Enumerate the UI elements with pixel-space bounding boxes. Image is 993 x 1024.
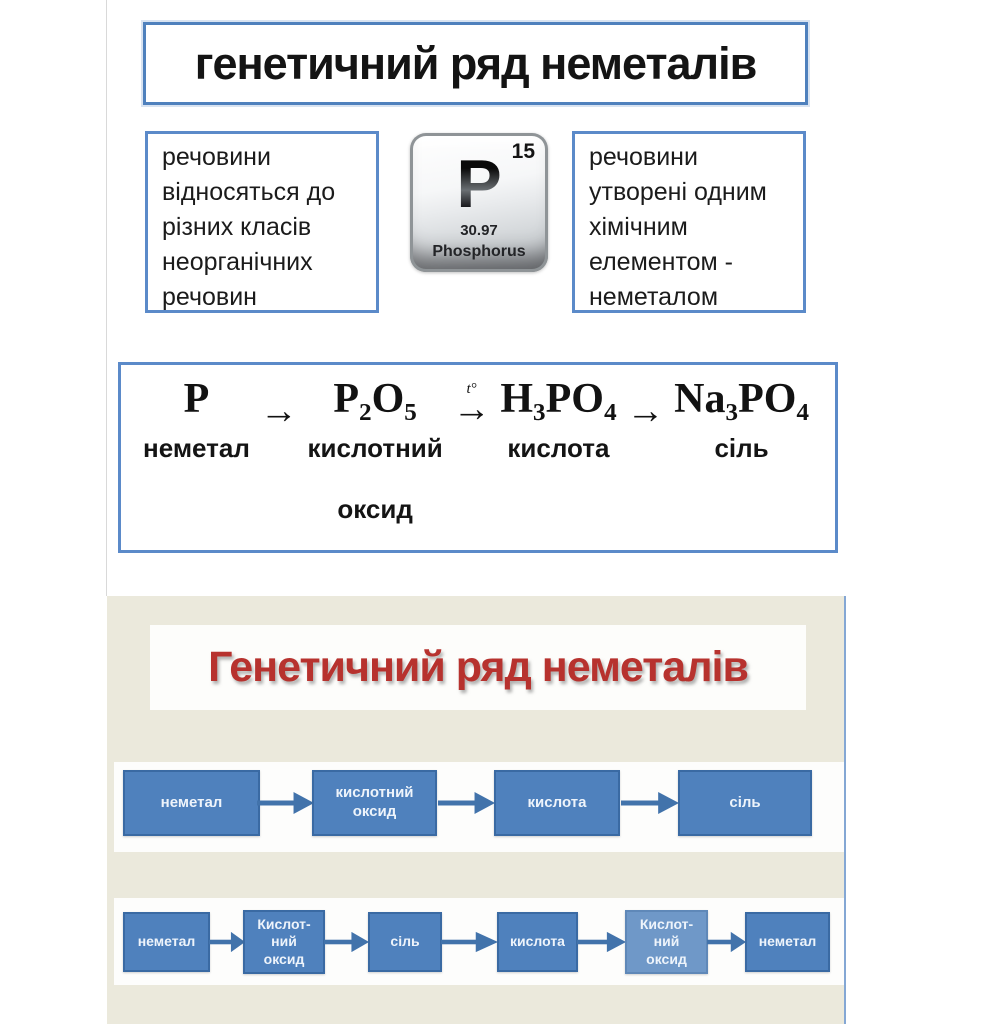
- atomic-number: 15: [512, 140, 535, 164]
- temperature-condition: t°: [466, 381, 477, 397]
- formula-item-nonmetal: P неметал: [143, 375, 250, 550]
- flow-box-row1-nonmetal: неметал: [123, 770, 260, 836]
- reaction-arrow-heated-icon: t° →: [452, 381, 491, 430]
- chem-formula: P: [183, 376, 210, 422]
- flow-arrow-icon: [438, 791, 495, 815]
- flow-arrow-icon: [441, 931, 498, 953]
- flow-box-row2-acid-oxide-2: Кислот- ний оксид: [625, 910, 708, 974]
- flow-arrow-icon: [209, 931, 245, 953]
- chem-formula: Na₃PO₄: [674, 376, 809, 422]
- reaction-arrow-icon: →: [259, 390, 298, 432]
- chem-label: сіль: [714, 433, 769, 464]
- chem-label: кислота: [507, 433, 610, 464]
- element-name: Phosphorus: [432, 243, 526, 260]
- left-margin-rule: [106, 0, 107, 596]
- flow-arrow-icon: [257, 791, 314, 815]
- atomic-mass: 30.97: [460, 222, 498, 239]
- chem-formula: P₂O₅: [333, 376, 417, 422]
- flow-arrow-icon: [324, 931, 369, 953]
- top-title: генетичний ряд неметалів: [194, 37, 758, 89]
- definition-left-box: речовини відносяться до різних класів не…: [145, 131, 379, 313]
- flow-arrow-icon: [621, 791, 679, 815]
- slide-title-band: Генетичний ряд неметалів: [150, 625, 806, 710]
- formula-item-acid-oxide: P₂O₅ кислотний оксид: [307, 375, 442, 550]
- definition-right-box: речовини утворені одним хімічним елемент…: [572, 131, 806, 313]
- chem-label: неметал: [143, 433, 250, 464]
- flow-box-row1-acid: кислота: [494, 770, 620, 836]
- flow-box-row1-acid-oxide: кислотний оксид: [312, 770, 437, 836]
- formula-item-salt: Na₃PO₄ сіль: [674, 375, 809, 550]
- presentation-slide: Генетичний ряд неметалів неметал кислотн…: [107, 596, 846, 1024]
- top-title-box: генетичний ряд неметалів: [143, 22, 808, 105]
- flow-box-row1-salt: сіль: [678, 770, 812, 836]
- slide-title: Генетичний ряд неметалів: [208, 643, 749, 691]
- chem-label: кислотний оксид: [307, 433, 443, 525]
- chem-formula: H₃PO₄: [500, 376, 617, 422]
- phosphorus-element-tile: 15 P 30.97 Phosphorus: [410, 133, 548, 272]
- element-symbol: P: [410, 145, 548, 223]
- flow-box-row2-acid: кислота: [497, 912, 578, 972]
- flow-box-row2-nonmetal: неметал: [123, 912, 210, 972]
- flow-arrow-icon: [577, 931, 626, 953]
- flow-box-row2-acid-oxide: Кислот- ний оксид: [243, 910, 325, 974]
- flow-box-row2-nonmetal-2: неметал: [745, 912, 830, 972]
- flow-arrow-icon: [707, 931, 746, 953]
- formula-item-acid: H₃PO₄ кислота: [500, 375, 616, 550]
- reaction-arrow-icon: →: [626, 390, 665, 432]
- flow-box-row2-salt: сіль: [368, 912, 442, 972]
- genetic-series-formula-box: P неметал → P₂O₅ кислотний оксид t° → H₃…: [118, 362, 838, 553]
